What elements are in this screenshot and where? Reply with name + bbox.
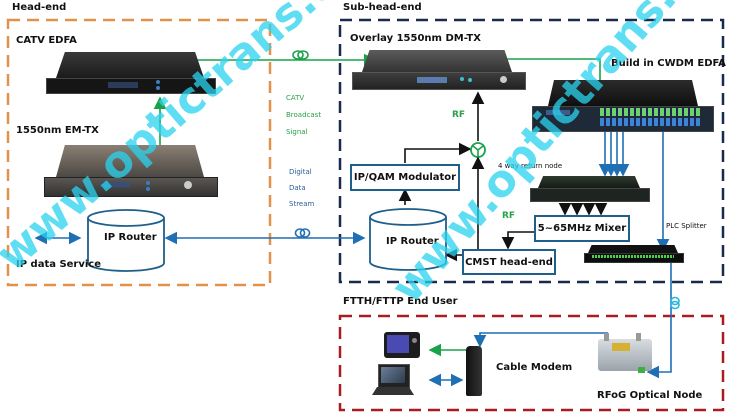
catv-edfa-device <box>46 52 216 98</box>
catv-edfa-label: CATV EDFA <box>16 35 77 46</box>
catv-broadcast-label: CATV Broadcast Signal <box>286 94 322 136</box>
dm-tx-label: Overlay 1550nm DM-TX <box>350 33 481 44</box>
splitter-to-rfog-line <box>646 256 672 379</box>
mixer-box: 5~65MHz Mixer <box>534 215 630 242</box>
sub-head-end-region <box>338 18 725 284</box>
cwdm-to-return-node-lines <box>598 130 630 177</box>
ip-router-sub-cylinder <box>369 208 447 271</box>
rf-label-top: RF <box>452 110 466 120</box>
ip-router-head-label: IP Router <box>104 232 157 243</box>
rfog-node-device <box>598 333 652 377</box>
head-end-region <box>6 18 272 287</box>
ip-router-head-cylinder <box>87 209 165 272</box>
fiber-coil-icon-drop <box>670 296 680 310</box>
rfog-to-modem-line <box>473 332 608 348</box>
plc-splitter-device <box>584 245 684 265</box>
mixer-to-cmst-line <box>501 231 534 250</box>
laptop-device <box>372 364 414 398</box>
cmst-head-end-box: CMST head-end <box>462 249 556 275</box>
rfog-node-label: RFoG Optical Node <box>597 390 703 401</box>
qam-to-combiner-line <box>404 142 472 163</box>
digital-data-stream-label: Digital Data Stream <box>289 168 315 208</box>
return-node-to-mixer-lines <box>558 202 608 216</box>
cwdm-edfa-device <box>532 80 714 134</box>
ip-router-sub-label: IP Router <box>386 236 439 247</box>
ip-data-service-label: IP data Service <box>16 259 102 270</box>
end-user-region <box>338 314 725 412</box>
dm-tx-device <box>352 50 526 92</box>
head-end-title: Head-end <box>12 2 67 13</box>
plc-splitter-label: PLC Splitter <box>666 222 707 230</box>
end-user-title: FTTH/FTTP End User <box>343 296 458 307</box>
return-node-label: 4 way return node <box>498 162 563 170</box>
rf-label-mixer: RF <box>502 211 516 221</box>
cable-modem-device <box>466 346 482 396</box>
fiber-coil-icon-data <box>294 228 311 238</box>
em-tx-device <box>44 145 218 200</box>
ip-qam-modulator-box: IP/QAM Modulator <box>350 164 460 191</box>
em-tx-label: 1550nm EM-TX <box>16 125 99 136</box>
sub-head-end-title: Sub-head-end <box>343 2 422 13</box>
cwdm-edfa-label: Build in CWDM EDFA <box>611 58 726 69</box>
cable-modem-label: Cable Modem <box>496 362 573 373</box>
return-node-device <box>530 176 650 204</box>
tv-device <box>384 330 420 358</box>
fiber-coil-icon-catv <box>292 50 309 60</box>
